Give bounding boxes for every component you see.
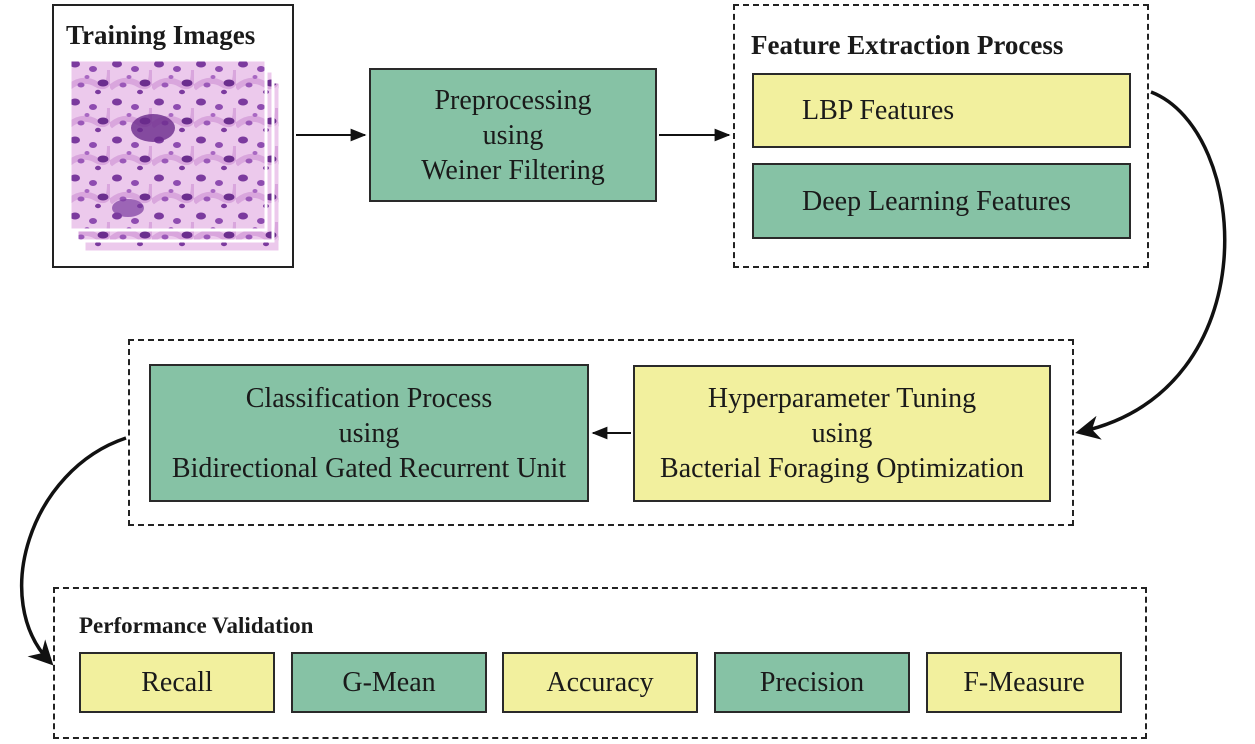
deep-learning-features-label: Deep Learning Features: [802, 185, 1071, 217]
hyperparameter-line2: using: [811, 418, 873, 449]
training-images-panel: Training Images: [52, 4, 294, 268]
metric-g-mean-box: G-Mean: [291, 652, 487, 713]
feature-extraction-group: Feature Extraction Process: [733, 4, 1149, 268]
tuning-classification-group: [128, 339, 1074, 526]
deep-learning-features-box: Deep Learning Features: [752, 163, 1131, 239]
classification-line2: using: [338, 417, 400, 449]
metric-g-mean-label: G-Mean: [342, 667, 436, 698]
hyperparameter-line1: Hyperparameter Tuning: [707, 383, 977, 414]
hyperparameter-tuning-box: Hyperparameter Tuning using Bacterial Fo…: [633, 365, 1051, 502]
preprocessing-line3: Weiner Filtering: [421, 154, 605, 186]
classification-box: Classification Process using Bidirection…: [149, 364, 589, 502]
histology-image-stack-icon: [68, 58, 282, 254]
metric-accuracy-box: Accuracy: [502, 652, 698, 713]
training-images-title: Training Images: [66, 20, 256, 50]
lbp-features-label: LBP Features: [802, 95, 955, 126]
metric-recall-label: Recall: [141, 667, 213, 698]
metric-recall-box: Recall: [79, 652, 275, 713]
metric-f-measure-label: F-Measure: [963, 667, 1085, 698]
arrow-classification-to-validation: [19, 436, 127, 666]
metric-precision-box: Precision: [714, 652, 910, 713]
preprocessing-line2: using: [482, 119, 544, 151]
preprocessing-box: Preprocessing using Weiner Filtering: [369, 68, 657, 202]
metric-f-measure-box: F-Measure: [926, 652, 1122, 713]
classification-line1: Classification Process: [245, 382, 493, 414]
arrow-features-to-tuning: [1075, 90, 1227, 440]
preprocessing-line1: Preprocessing: [434, 84, 592, 116]
performance-validation-group: Performance Validation: [53, 587, 1147, 739]
lbp-features-box: LBP Features: [752, 73, 1131, 148]
metric-accuracy-label: Accuracy: [546, 667, 654, 698]
feature-extraction-title: Feature Extraction Process: [751, 30, 1064, 60]
classification-line3: Bidirectional Gated Recurrent Unit: [171, 452, 567, 484]
performance-validation-title: Performance Validation: [79, 613, 314, 638]
hyperparameter-line3: Bacterial Foraging Optimization: [660, 453, 1024, 484]
metric-precision-label: Precision: [759, 667, 865, 698]
